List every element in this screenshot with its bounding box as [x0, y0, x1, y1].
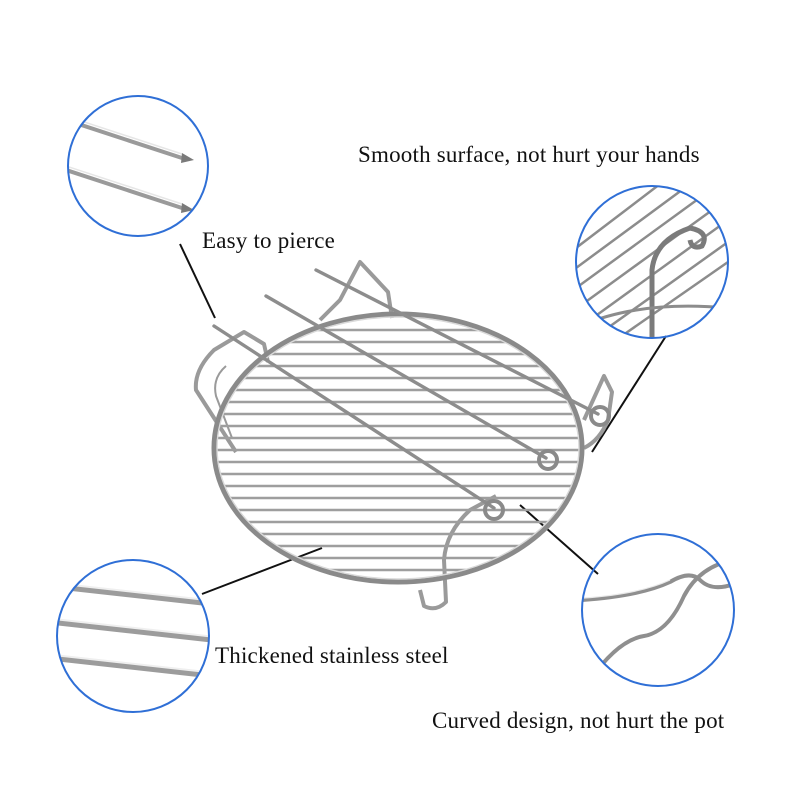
leader-line-pierce [179, 243, 216, 319]
skewers [212, 268, 611, 521]
detail-circle-steel-rods [56, 559, 210, 713]
rack-leg-top [318, 260, 394, 322]
detail-circle-smooth-hook [575, 185, 729, 339]
detail-circle-curved-leg [581, 533, 735, 687]
skewer-1 [212, 324, 505, 521]
skewer-3 [314, 268, 611, 427]
leader-line-steel [201, 547, 323, 595]
rack-leg-right [582, 374, 614, 450]
callout-easy-to-pierce: Easy to pierce [202, 228, 336, 253]
leader-lines [179, 243, 667, 595]
callout-smooth-surface: Smooth surface, not hurt your hands [358, 142, 700, 167]
leader-line-curved [519, 504, 599, 575]
leader-line-smooth [591, 335, 667, 453]
detail-circle-skewer-tips [67, 95, 209, 237]
callout-thickened-steel: Thickened stainless steel [215, 643, 449, 668]
callout-curved-design: Curved design, not hurt the pot [432, 708, 725, 733]
skewer-2 [264, 294, 559, 471]
rack-leg-bottom [418, 494, 497, 611]
